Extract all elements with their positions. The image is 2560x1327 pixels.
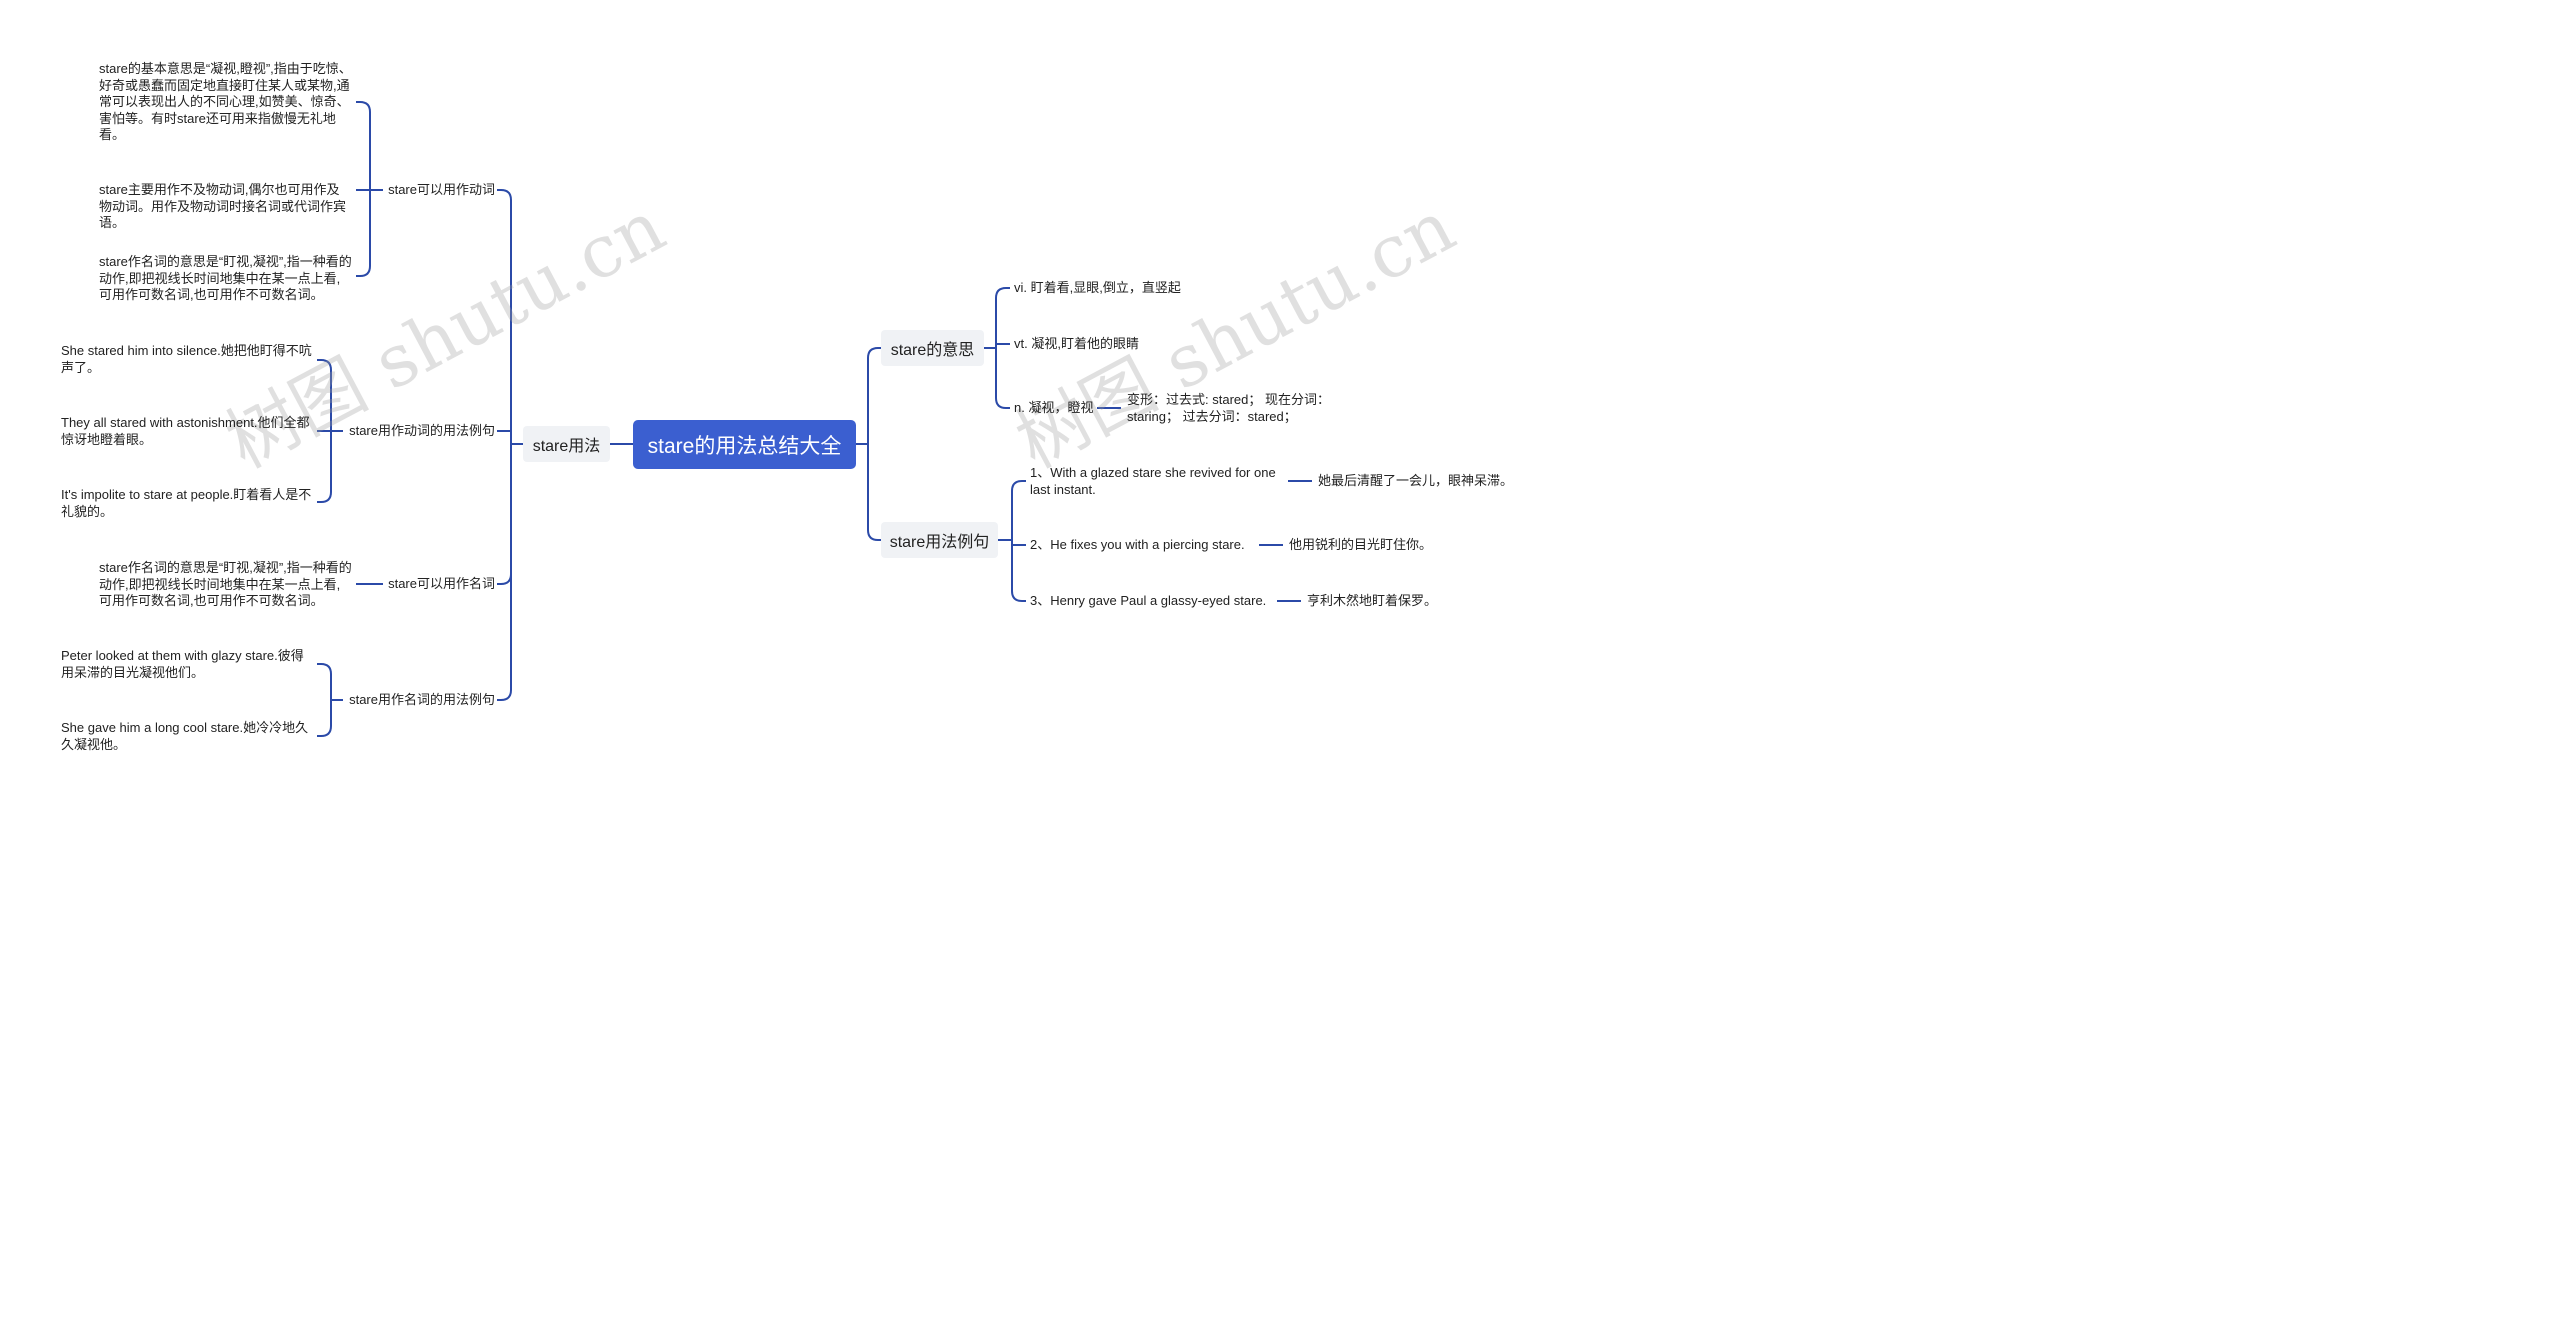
- verb-example-3: It's impolite to stare at people.盯着看人是不礼…: [61, 487, 312, 519]
- example-3-en: 3、Henry gave Paul a glassy-eyed stare.: [1030, 592, 1267, 608]
- verb-example-2: They all stared with astonishment.他们全都惊讶…: [61, 415, 310, 447]
- link-examples: [998, 480, 1026, 602]
- example-1-zh: 她最后清醒了一会儿，眼神呆滞。: [1318, 472, 1514, 488]
- meaning-vt: vt. 凝视,盯着他的眼睛: [1014, 335, 1139, 351]
- example-2-zh: 他用锐利的目光盯住你。: [1289, 536, 1433, 552]
- noun-example-1: Peter looked at them with glazy stare.彼得…: [61, 648, 304, 680]
- link-group4: [317, 663, 343, 737]
- word-forms: 变形：过去式: stared； 现在分词：staring； 过去分词：stare…: [1127, 392, 1330, 424]
- connector-lines: [317, 101, 1312, 737]
- link-meaning: [984, 287, 1010, 409]
- branch-examples[interactable]: stare用法例句: [881, 522, 998, 558]
- example-3-zh: 亨利木然地盯着保罗。: [1307, 592, 1438, 608]
- group-noun-examples[interactable]: stare用作名词的用法例句: [349, 691, 495, 707]
- mind-map: 树图 shutu.cn 树图 shutu.cn stare的用法总结大全 sta…: [0, 0, 1560, 810]
- branch-meaning[interactable]: stare的意思: [881, 330, 984, 366]
- group-noun[interactable]: stare可以用作名词: [388, 575, 495, 591]
- noun-example-2: She gave him a long cool stare.她冷冷地久久凝视他…: [61, 720, 309, 752]
- root-node[interactable]: stare的用法总结大全: [633, 420, 856, 469]
- verb-usage-text: stare主要用作不及物动词,偶尔也可用作及物动词。用作及物动词时接名词或代词作…: [99, 182, 347, 230]
- group-verb[interactable]: stare可以用作动词: [388, 181, 495, 197]
- verb-meaning-text: stare的基本意思是“凝视,瞪视”,指由于吃惊、好奇或愚蠢而固定地直接盯住某人…: [99, 61, 352, 142]
- link-example-translations: [1259, 480, 1312, 602]
- link-root-right: [856, 347, 881, 541]
- group-verb-examples[interactable]: stare用作动词的用法例句: [349, 422, 495, 438]
- link-group1: [356, 101, 383, 277]
- meaning-n: n. 凝视，瞪视: [1014, 399, 1094, 415]
- example-1-en: 1、With a glazed stare she revived for on…: [1030, 465, 1276, 497]
- link-group2: [317, 359, 343, 503]
- noun-meaning-text-2: stare作名词的意思是“盯视,凝视”,指一种看的动作,即把视线长时间地集中在某…: [99, 560, 352, 608]
- meaning-vi: vi. 盯着看,显眼,倒立，直竖起: [1014, 279, 1181, 295]
- link-left-bus: [497, 189, 523, 701]
- branch-usage[interactable]: stare用法: [523, 426, 610, 462]
- verb-example-1: She stared him into silence.她把他盯得不吭声了。: [61, 343, 312, 375]
- noun-meaning-text: stare作名词的意思是“盯视,凝视”,指一种看的动作,即把视线长时间地集中在某…: [99, 254, 352, 302]
- example-2-en: 2、He fixes you with a piercing stare.: [1030, 536, 1245, 552]
